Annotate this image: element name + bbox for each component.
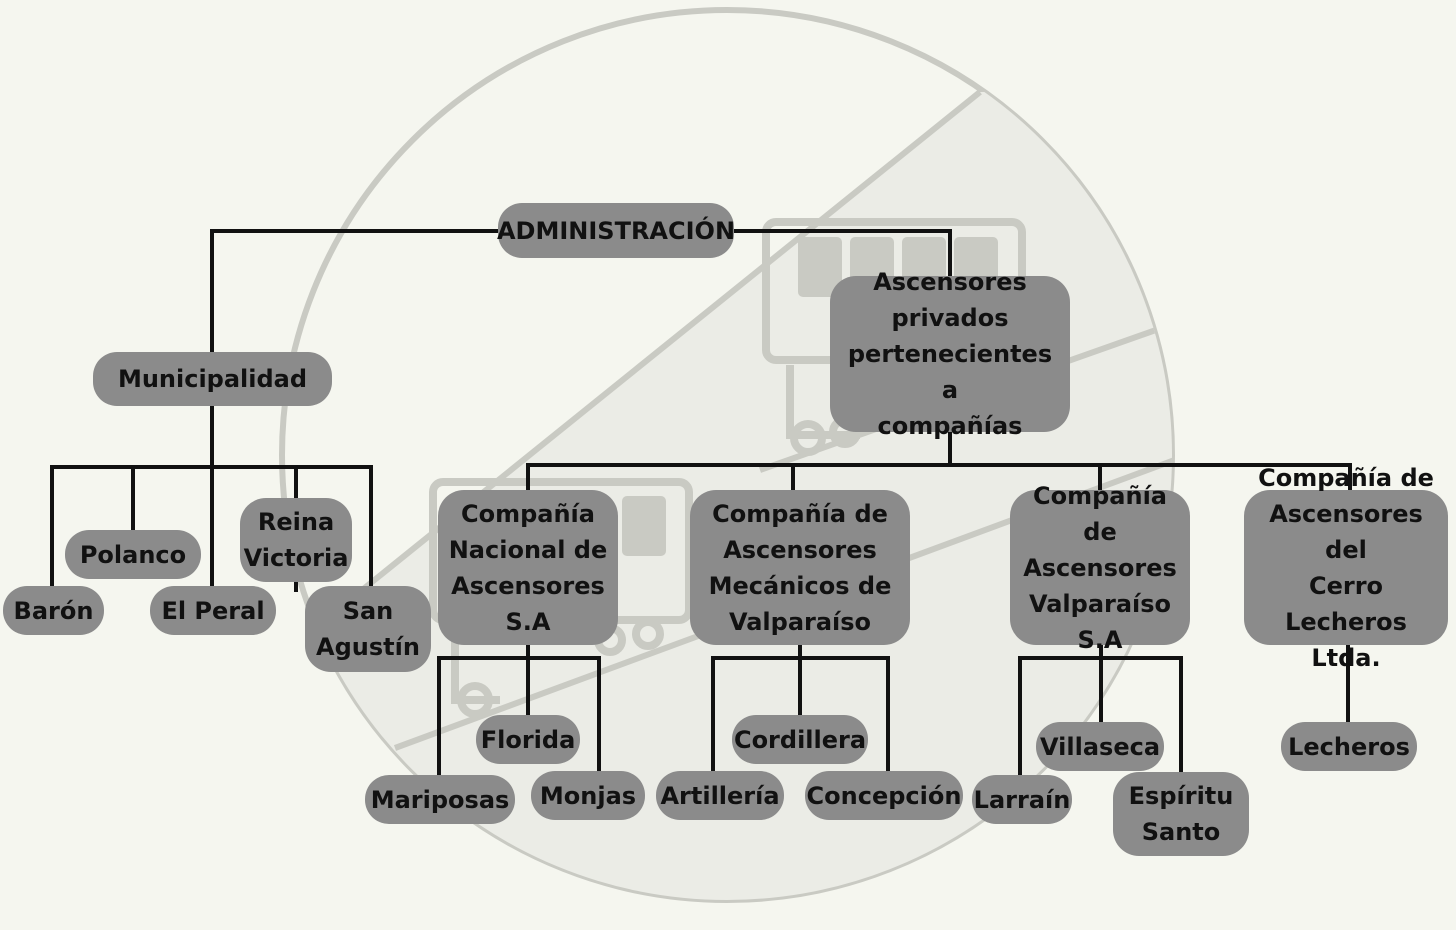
node-ascensores-privados: Ascensores privados pertenecientes a com… <box>830 268 1070 440</box>
node-baron: Barón <box>3 586 104 635</box>
node-lecheros: Lecheros <box>1281 722 1417 771</box>
node-cordillera: Cordillera <box>732 715 868 764</box>
node-compania-lecheros: Compañía de Ascensores del Cerro Lechero… <box>1244 464 1448 672</box>
node-florida: Florida <box>476 715 580 764</box>
node-compania-nacional: Compañía Nacional de Ascensores S.A <box>438 490 618 645</box>
node-compania-valparaiso: Compañía de Ascensores Valparaíso S.A <box>1010 482 1190 654</box>
node-polanco: Polanco <box>65 530 201 579</box>
node-concepcion: Concepción <box>805 771 963 820</box>
node-municipalidad: Municipalidad <box>93 352 332 406</box>
node-monjas: Monjas <box>531 771 645 820</box>
node-mariposas: Mariposas <box>365 775 515 824</box>
node-artilleria: Artillería <box>656 771 784 820</box>
node-compania-mecanicos: Compañía de Ascensores Mecánicos de Valp… <box>690 490 910 645</box>
node-administracion: ADMINISTRACIÓN <box>497 203 735 258</box>
node-san-agustin: San Agustín <box>305 586 431 672</box>
node-espiritu-santo: Espíritu Santo <box>1113 772 1249 856</box>
node-el-peral: El Peral <box>150 586 276 635</box>
node-villaseca: Villaseca <box>1036 722 1164 771</box>
node-reina-victoria: Reina Victoria <box>240 498 352 582</box>
node-larrain: Larraín <box>972 775 1072 824</box>
